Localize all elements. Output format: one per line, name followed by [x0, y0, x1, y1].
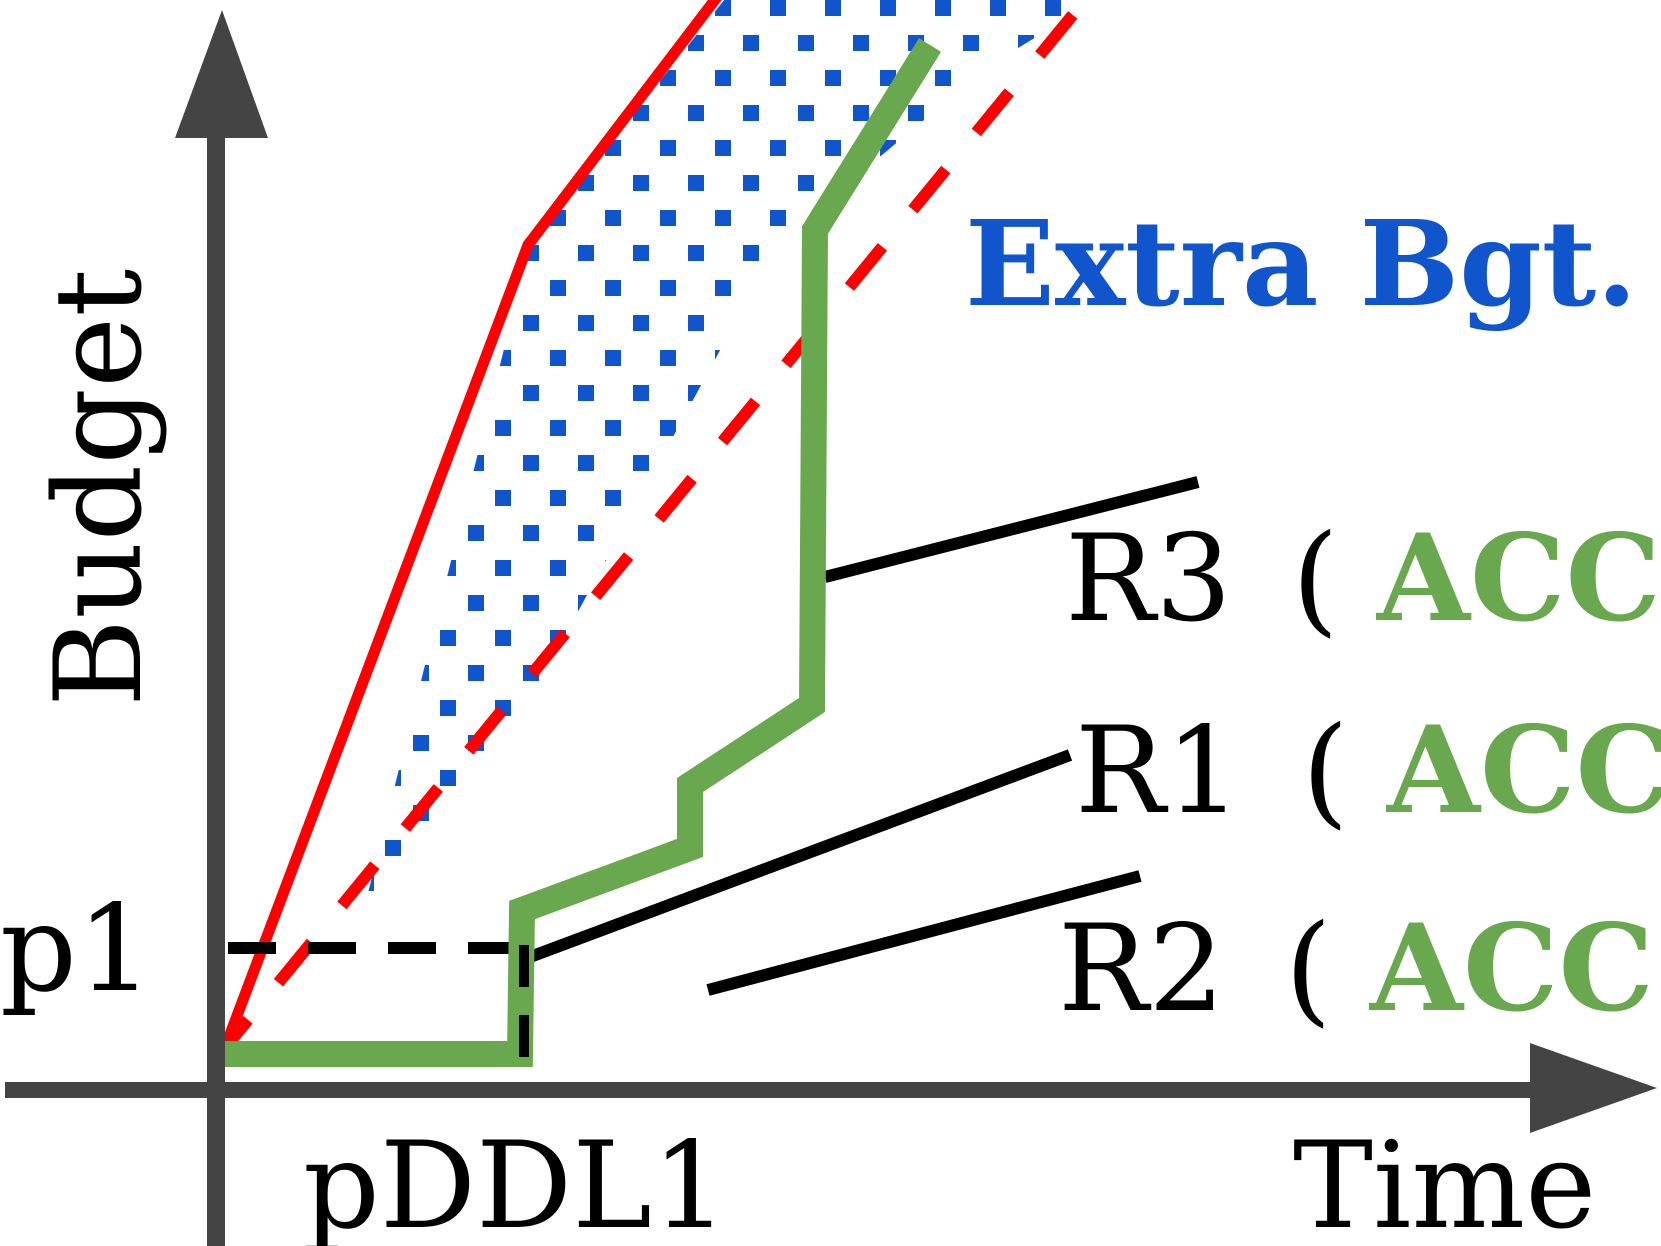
extra-budget-label: Extra Bgt. — [965, 194, 1637, 333]
x-tick-label-pddl1: pDDL1 — [303, 1117, 728, 1246]
request-paren-open-r2: ( — [1285, 900, 1332, 1039]
request-line-r2 — [706, 870, 1142, 996]
request-line-r1 — [527, 749, 1073, 963]
request-label-r3: R3 ( ACC ) — [1065, 508, 1661, 649]
x-axis-label: Time — [1293, 1117, 1596, 1246]
request-paren-open-r1: ( — [1302, 702, 1349, 841]
y-tick-label-p1: p1 — [0, 880, 153, 1019]
request-paren-open-r3: ( — [1292, 510, 1339, 649]
request-metric-r1: ACC — [1386, 700, 1661, 841]
y-axis-arrowhead — [175, 10, 268, 138]
x-axis-arrowhead — [1530, 1043, 1657, 1133]
request-name-r2: R2 — [1058, 900, 1225, 1039]
axes — [5, 10, 1657, 1246]
request-label-r1: R1 ( ACC ) — [1075, 700, 1661, 841]
request-line-r3 — [823, 476, 1200, 583]
request-name-r1: R1 — [1075, 702, 1242, 841]
request-label-r2: R2 ( ACC ) — [1058, 898, 1661, 1039]
y-axis-label: Budget — [30, 269, 169, 707]
upper-bound-line — [206, 0, 722, 1084]
request-metric-r3: ACC — [1376, 508, 1661, 649]
lower-bound-dashed-line — [210, 0, 1090, 1064]
request-name-r3: R3 — [1065, 510, 1232, 649]
request-metric-r2: ACC — [1369, 898, 1654, 1039]
